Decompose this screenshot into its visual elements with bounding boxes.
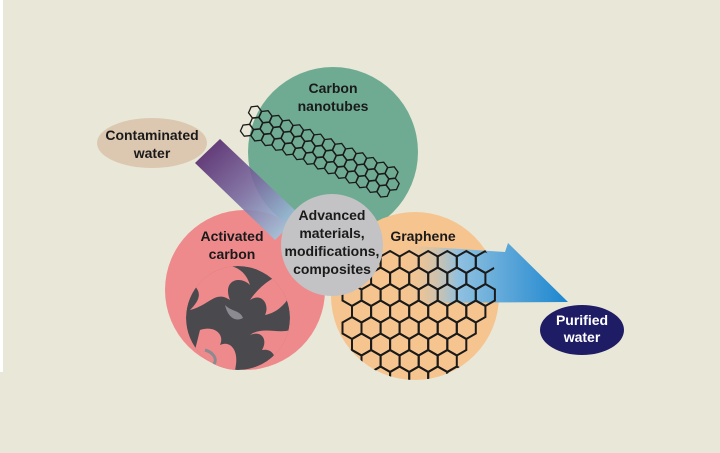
center-circle	[281, 194, 383, 296]
left-edge-strip	[0, 0, 3, 372]
activated-label-2: carbon	[209, 246, 256, 262]
hexagon	[376, 184, 391, 198]
input-arrow	[195, 139, 300, 240]
nanotube-icon	[239, 105, 400, 198]
activated-label-1: Activated	[200, 228, 263, 244]
nanotubes-label-1: Carbon	[309, 80, 358, 96]
purified-label-2: water	[563, 329, 601, 345]
contaminated-label-2: water	[133, 145, 171, 161]
purified-label-1: Purified	[556, 312, 608, 328]
contaminated-water-bubble	[97, 118, 207, 168]
center-label-4: composites	[293, 261, 371, 277]
hexagon	[351, 365, 373, 380]
hexagon	[446, 365, 468, 380]
activated-carbon-texture-icon	[186, 266, 290, 370]
center-label-2: materials,	[299, 225, 364, 241]
hexagon	[341, 348, 363, 374]
graphene-honeycomb-icon	[341, 249, 496, 380]
contaminated-label-1: Contaminated	[105, 127, 198, 143]
nanotubes-label-2: nanotubes	[298, 98, 369, 114]
graphene-label: Graphene	[390, 228, 456, 244]
purified-water-bubble	[540, 305, 624, 355]
center-label-1: Advanced	[299, 207, 366, 223]
center-label-3: modifications,	[285, 243, 380, 259]
